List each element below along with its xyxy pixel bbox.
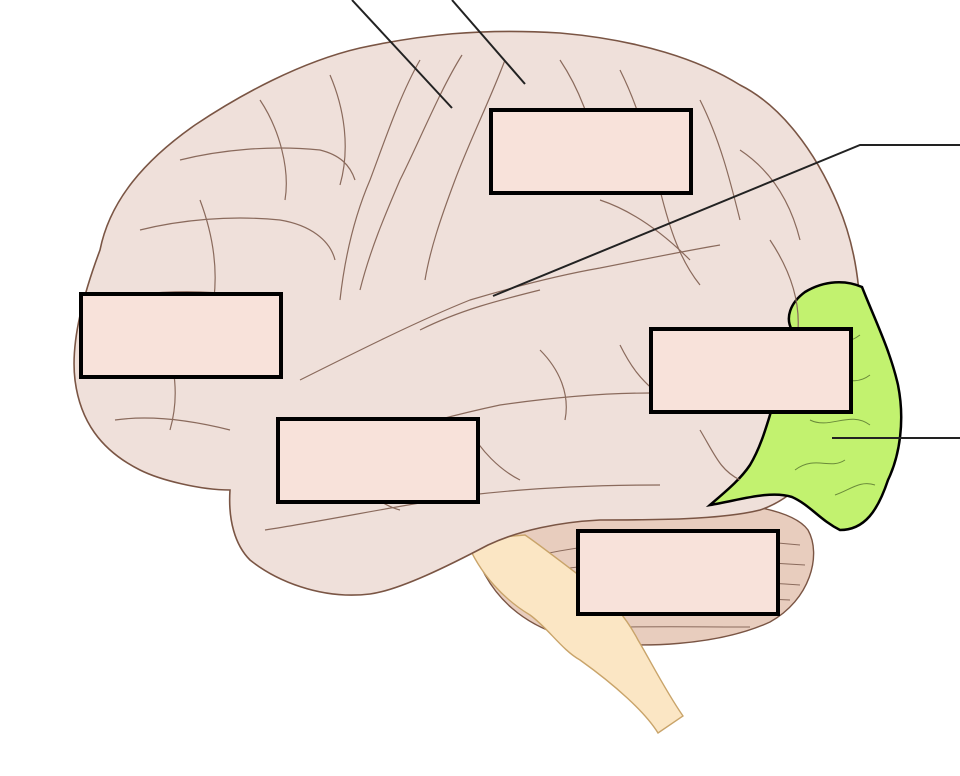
leader-line-2 [451, 0, 526, 85]
leader-line-3 [492, 144, 960, 297]
leader-line-1 [351, 0, 453, 109]
leader-lines [351, 0, 960, 439]
label-box-cerebellum[interactable] [576, 529, 780, 616]
label-box-parietal[interactable] [489, 108, 693, 195]
label-box-occipital[interactable] [649, 327, 853, 414]
label-box-frontal[interactable] [79, 292, 283, 379]
label-box-temporal[interactable] [276, 417, 480, 504]
